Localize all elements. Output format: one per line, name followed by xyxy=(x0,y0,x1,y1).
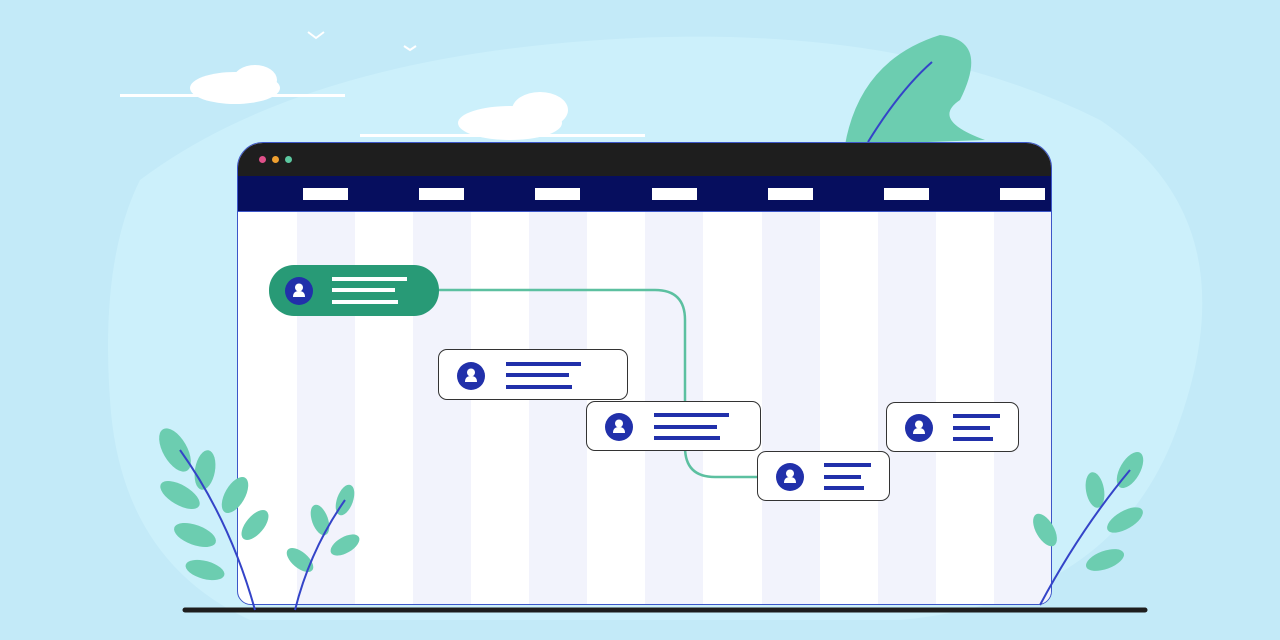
task-card[interactable] xyxy=(586,401,761,451)
column-label xyxy=(419,188,464,200)
text-placeholder-line xyxy=(953,437,993,441)
close-dot[interactable] xyxy=(259,156,266,163)
task-card[interactable] xyxy=(757,451,890,501)
user-icon xyxy=(605,413,633,441)
text-placeholder-line xyxy=(332,276,407,281)
text-placeholder-line xyxy=(654,413,729,417)
text-placeholder-line xyxy=(506,373,569,377)
maximize-dot[interactable] xyxy=(285,156,292,163)
title-bar xyxy=(238,143,1051,176)
text-placeholder-line xyxy=(332,299,398,304)
column-stripe xyxy=(529,212,587,604)
user-icon xyxy=(285,276,313,305)
cloud xyxy=(120,65,645,140)
column-stripe xyxy=(762,212,820,604)
app-window xyxy=(237,142,1052,605)
column-label xyxy=(1000,188,1045,200)
user-icon xyxy=(905,414,933,442)
minimize-dot[interactable] xyxy=(272,156,279,163)
user-icon xyxy=(457,361,485,390)
user-icon xyxy=(776,463,804,491)
text-placeholder-line xyxy=(824,486,864,490)
column-label xyxy=(652,188,697,200)
task-card[interactable] xyxy=(269,265,439,316)
column-label xyxy=(884,188,929,200)
column-label xyxy=(768,188,813,200)
big-leaf xyxy=(845,35,985,145)
text-placeholder-line xyxy=(824,463,871,467)
task-card[interactable] xyxy=(438,349,628,400)
text-placeholder-line xyxy=(654,424,717,429)
text-placeholder-line xyxy=(953,425,990,430)
text-placeholder-line xyxy=(332,288,395,292)
text-placeholder-line xyxy=(506,384,572,389)
text-placeholder-line xyxy=(506,361,581,366)
text-placeholder-line xyxy=(953,414,1000,418)
text-placeholder-line xyxy=(654,436,720,440)
task-card[interactable] xyxy=(886,402,1019,452)
column-label xyxy=(303,188,348,200)
column-label xyxy=(535,188,580,200)
bird xyxy=(307,31,417,52)
text-placeholder-line xyxy=(824,474,861,479)
timeline-header xyxy=(238,176,1051,212)
